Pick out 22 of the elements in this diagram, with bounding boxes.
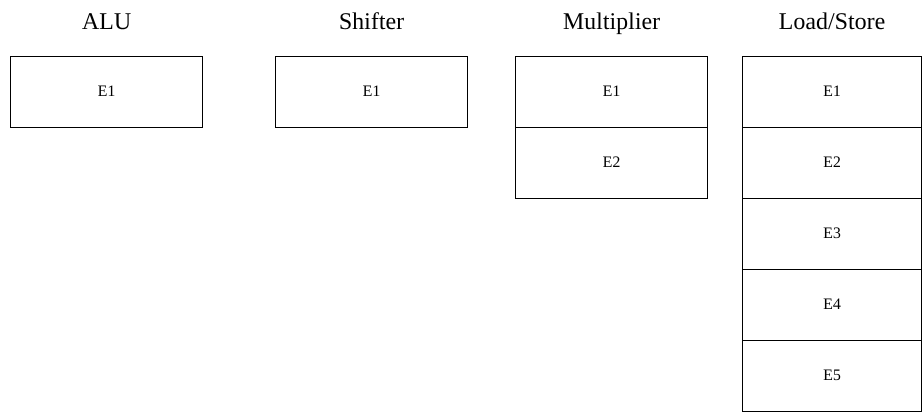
stage-box xyxy=(742,340,922,412)
stage-box xyxy=(515,127,708,199)
stage-box xyxy=(742,127,922,199)
column-heading: ALU xyxy=(82,8,132,37)
stage-label: E1 xyxy=(823,82,841,102)
stage-label: E2 xyxy=(823,153,841,173)
column-heading: Load/Store xyxy=(778,8,886,37)
stage-box xyxy=(742,56,922,128)
stage-box xyxy=(742,198,922,270)
stage-label: E1 xyxy=(602,82,620,102)
stage-label: E4 xyxy=(823,295,841,315)
stage-label: E1 xyxy=(362,82,380,102)
stage-label: E3 xyxy=(823,224,841,244)
stage-box xyxy=(742,269,922,341)
column-heading: Multiplier xyxy=(562,8,660,37)
stage-box xyxy=(515,56,708,128)
stage-label: E5 xyxy=(823,366,841,386)
stage-box xyxy=(275,56,468,128)
stage-label: E1 xyxy=(98,82,116,102)
column-heading: Shifter xyxy=(338,8,404,37)
stage-label: E2 xyxy=(602,153,620,173)
stage-box xyxy=(10,56,203,128)
